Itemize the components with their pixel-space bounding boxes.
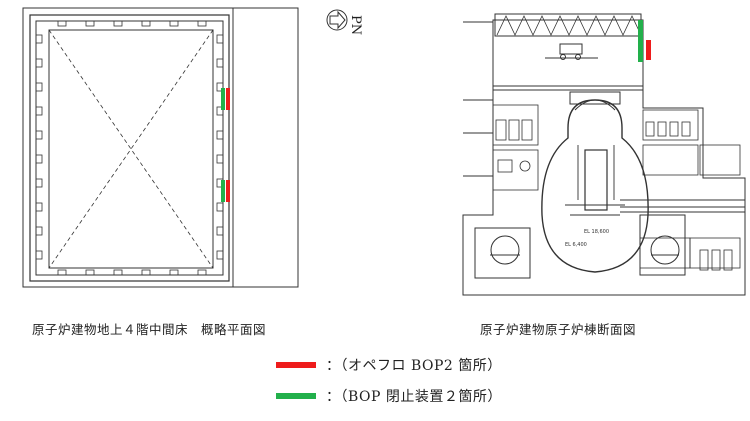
legend-swatch-red (276, 362, 316, 368)
legend-item-green: ：（BOP 閉止装置２箇所） (276, 385, 502, 407)
plan-column (216, 202, 224, 212)
section-rooms (492, 104, 741, 271)
plan-column (35, 58, 43, 68)
section-bop-green (638, 20, 643, 62)
containment-vessel (541, 99, 649, 273)
plan-column (35, 178, 43, 188)
rpv-piping (565, 145, 625, 216)
plan-column (169, 269, 179, 276)
plan-column (216, 130, 224, 140)
plan-column (141, 269, 151, 276)
floor-ticks (463, 21, 493, 177)
elevation-label-2: EL 6,400 (565, 242, 587, 248)
plan-column (35, 154, 43, 164)
plan-column (216, 82, 224, 92)
plan-column (113, 20, 123, 27)
drywell-head-flange (569, 91, 621, 105)
legend-text-green: ：（BOP 閉止装置２箇所） (326, 389, 502, 405)
plan-wall-outer (29, 14, 230, 282)
section-caption: 原子炉建物原子炉棟断面図 (480, 322, 637, 337)
plan-outline (22, 7, 299, 288)
plan-column (216, 58, 224, 68)
reactor-pressure-vessel (584, 149, 608, 211)
plan-diagonal-2 (48, 29, 214, 269)
north-arrow-icon (326, 9, 348, 31)
section-bop-red (646, 40, 651, 60)
north-label: PN (348, 15, 363, 35)
plan-bop-red-2 (226, 180, 230, 202)
plan-wall-inner (35, 20, 224, 276)
plan-column (85, 20, 95, 27)
suppression-tank-right (639, 214, 686, 276)
plan-column (35, 202, 43, 212)
plan-column (216, 154, 224, 164)
plan-column (57, 20, 67, 27)
plan-column (113, 269, 123, 276)
plan-column (216, 226, 224, 236)
elevation-label-1: EL 18,600 (584, 229, 609, 235)
plan-diagonal-1 (48, 29, 214, 269)
plan-column (141, 20, 151, 27)
suppression-tank-left (474, 227, 531, 279)
plan-column (216, 106, 224, 116)
plan-column (35, 106, 43, 116)
plan-column (35, 34, 43, 44)
plan-column (216, 34, 224, 44)
plan-opening (48, 29, 214, 269)
legend-item-red: ：（オペフロ BOP2 箇所） (276, 354, 502, 376)
plan-column (85, 269, 95, 276)
truss-zigzag (496, 15, 642, 36)
plan-column (169, 20, 179, 27)
plan-column (197, 20, 207, 27)
plan-caption: 原子炉建物地上４階中間床 概略平面図 (32, 322, 267, 337)
plan-bop-green-2 (221, 180, 225, 202)
plan-bop-red-1 (226, 88, 230, 110)
plan-bop-green-1 (221, 88, 225, 110)
overhead-crane (545, 43, 598, 60)
plan-column (35, 226, 43, 236)
plan-column (35, 130, 43, 140)
plan-columns (35, 20, 224, 276)
plan-column (216, 250, 224, 260)
plan-column (57, 269, 67, 276)
section-view: EL 18,600 EL 6,400 (462, 13, 746, 296)
plan-column (35, 82, 43, 92)
plan-column (35, 250, 43, 260)
plan-view (22, 7, 299, 288)
plan-column (197, 269, 207, 276)
rpv-head (574, 99, 616, 111)
section-outline (462, 19, 746, 296)
legend-text-red: ：（オペフロ BOP2 箇所） (326, 358, 502, 374)
roof-truss-members (496, 15, 642, 36)
legend-swatch-green (276, 393, 316, 399)
